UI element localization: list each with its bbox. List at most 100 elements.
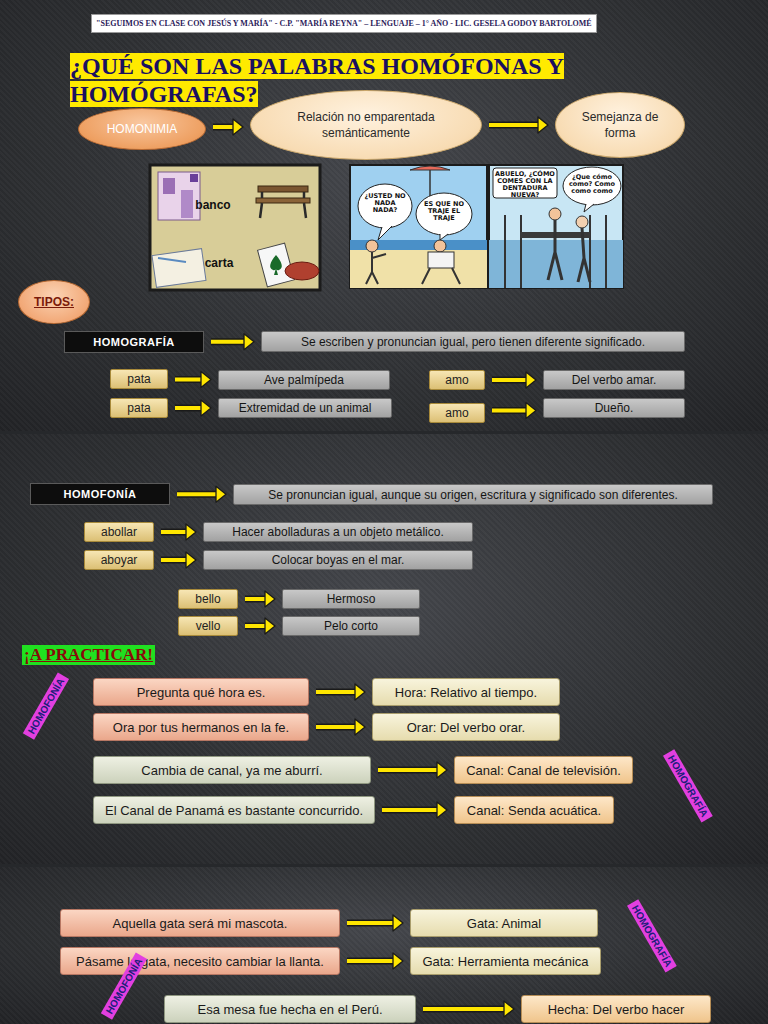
arrow-shaft — [175, 378, 202, 382]
arrow-head — [186, 552, 196, 568]
definition-box: Se pronuncian igual, aunque su origen, e… — [233, 484, 713, 505]
grandpa-body — [578, 228, 590, 282]
comic-panel — [489, 165, 623, 288]
arrow-head — [355, 719, 365, 735]
node-text: TIPOS: — [34, 295, 74, 309]
arrow-connector — [245, 591, 275, 607]
arrow-outline — [492, 377, 527, 384]
speech-bubble — [416, 193, 472, 235]
node-text: El Canal de Panamá es bastante concurrid… — [105, 803, 363, 818]
arrow-outline — [245, 623, 266, 630]
word-box: amo — [429, 370, 485, 390]
bank-window — [163, 178, 175, 194]
arrow-shaft — [378, 768, 438, 772]
bank-sign — [190, 174, 198, 182]
meaning-box: Hermoso — [282, 589, 420, 609]
arrow-outline — [378, 767, 438, 774]
arrow-outline — [245, 596, 266, 603]
arrow-outline — [161, 557, 187, 564]
purse — [285, 262, 319, 280]
definition-ellipse: Relación no emparentada semánticamente — [250, 90, 482, 160]
node-text: Aquella gata será mi mascota. — [113, 916, 288, 931]
comic-strip — [350, 165, 623, 288]
bubble-tail — [584, 204, 594, 212]
meaning-box: Ave palmípeda — [218, 370, 390, 390]
node-text: Gata: Animal — [467, 916, 541, 931]
arrow-shaft — [492, 378, 527, 382]
boy-body — [548, 220, 562, 280]
grandpa-head — [576, 216, 588, 228]
bubble-tail — [440, 234, 448, 240]
type-box: HOMOFONÍA — [30, 483, 170, 505]
sentence-box: Pásame la gata, necesito cambiar la llan… — [60, 947, 340, 975]
swimmer-body — [366, 252, 386, 284]
envelope-lines — [158, 258, 186, 262]
node-text: Semejanza de forma — [578, 109, 662, 141]
node-text: Pásame la gata, necesito cambiar la llan… — [76, 954, 324, 969]
meaning-box: Canal: Canal de televisión. — [454, 756, 633, 784]
speech-text: ¿USTED NO NADA NADA? — [362, 193, 408, 214]
arrow-shaft — [211, 340, 245, 344]
arrow-outline — [489, 122, 539, 129]
arrow-connector — [492, 403, 536, 419]
arrow-head — [201, 400, 211, 416]
meaning-box: Del verbo amar. — [543, 370, 685, 390]
arrow-head — [201, 372, 211, 388]
arrow-outline — [161, 529, 187, 536]
node-text: Canal: Senda acuática. — [467, 803, 601, 818]
node-text: HOMOGRAFÍA — [93, 336, 174, 348]
arrow-connector — [378, 762, 447, 778]
arrow-head — [437, 762, 447, 778]
arrow-head — [244, 334, 254, 350]
node-text: Hecha: Del verbo hacer — [548, 1002, 685, 1017]
node-text: aboyar — [101, 553, 138, 567]
sand — [350, 250, 487, 288]
umbrella — [410, 166, 450, 170]
node-text: HOMOFONÍA — [64, 488, 137, 500]
meaning-box: Hora: Relativo al tiempo. — [372, 678, 560, 706]
arrow-shaft — [347, 959, 394, 963]
arrow-connector — [492, 372, 536, 388]
arrow-outline — [177, 491, 217, 498]
node-text: Ora por tus hermanos en la fe. — [113, 720, 289, 735]
sentence-box: Ora por tus hermanos en la fe. — [93, 713, 309, 741]
node-text: Del verbo amar. — [572, 373, 657, 387]
arrow-outline — [492, 407, 527, 414]
speech-bubble — [563, 167, 621, 205]
picture-label: carta — [194, 256, 244, 270]
speech-text: ¿Que cómo como? Como como como — [567, 174, 617, 195]
bubble-tail — [378, 226, 392, 240]
arrow-head — [504, 1001, 514, 1017]
node-text: Gata: Herramienta mecánica — [422, 954, 588, 969]
node-text: Hora: Relativo al tiempo. — [395, 685, 537, 700]
arrow-connector — [211, 334, 254, 350]
chair-backs — [505, 215, 606, 288]
definition-ellipse: Semejanza de forma — [555, 92, 685, 158]
sentence-box: Esa mesa fue hecha en el Perú. — [164, 995, 416, 1023]
node-text: Pregunta qué hora es. — [137, 685, 266, 700]
arrow-head — [393, 953, 403, 969]
arrow-connector — [423, 1001, 514, 1017]
node-text: Relación no emparentada semánticamente — [273, 109, 459, 141]
node-text: HOMONIMIA — [107, 122, 178, 136]
node-text: vello — [196, 619, 221, 633]
arrow-connector — [382, 802, 447, 818]
header-banner: "SEGUIMOS EN CLASE CON JESÚS Y MARÍA" - … — [91, 14, 597, 33]
arrow-connector — [347, 915, 403, 931]
node-text: Orar: Del verbo orar. — [407, 720, 526, 735]
arrow-connector — [175, 372, 211, 388]
node-text: amo — [445, 373, 468, 387]
arrow-shaft — [347, 921, 394, 925]
node-text: Hacer abolladuras a un objeto metálico. — [232, 525, 443, 539]
arrow-connector — [161, 524, 196, 540]
node-text: pata — [127, 401, 150, 415]
arrow-head — [265, 618, 275, 634]
word-box: vello — [178, 616, 238, 636]
node-text: Pelo corto — [324, 619, 378, 633]
arrow-outline — [316, 724, 356, 731]
arrow-head — [538, 117, 548, 133]
arrow-outline — [213, 124, 234, 131]
concept-ellipse: HOMONIMIA — [78, 108, 206, 150]
arrow-shaft — [175, 406, 202, 410]
bank-door — [181, 190, 193, 218]
